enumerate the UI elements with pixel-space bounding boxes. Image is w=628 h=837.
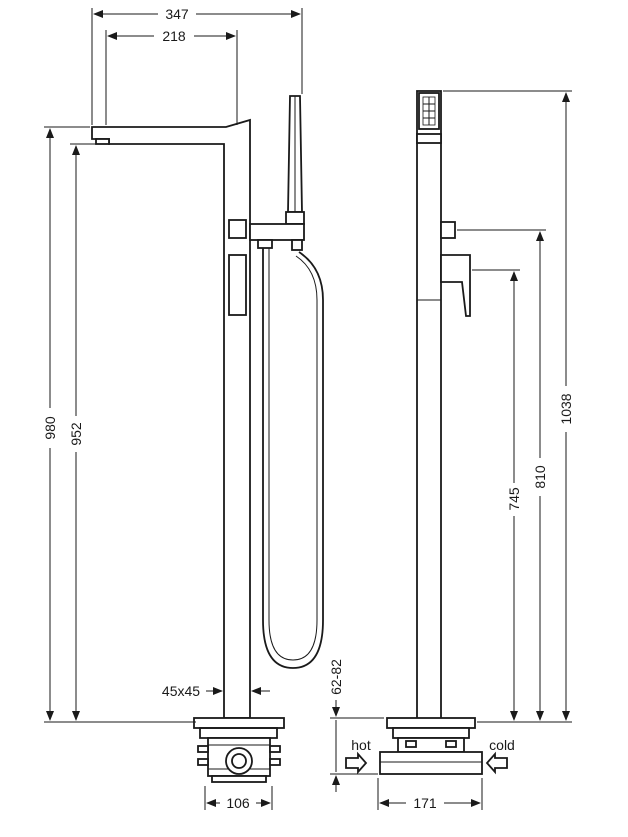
side-view: hot cold 1038 810 [328,90,574,811]
dim-base-height: 62-82 [328,659,344,695]
hot-inlet-arrow [345,751,368,775]
front-extension-lines [44,8,303,810]
dim-column-section: 45x45 [162,683,200,699]
shower-head-nozzles [422,96,436,126]
dim-handle-height: 745 [506,487,522,511]
dim-overall-width: 347 [165,6,189,22]
cold-label: cold [489,737,515,753]
dim-diverter-height: 810 [532,465,548,489]
dim-total-height-front: 980 [42,416,58,440]
shower-hose [262,248,324,669]
side-dimension-lines [332,92,570,807]
cold-inlet-arrow [485,751,508,775]
front-base [193,717,285,783]
side-extension-lines [330,90,572,810]
inlet-arrows [345,751,508,775]
dim-base-width-front: 106 [226,795,250,811]
dim-base-width-side: 171 [413,795,437,811]
dim-spout-reach: 218 [162,28,186,44]
dim-spout-height: 952 [68,422,84,446]
hot-label: hot [351,737,371,753]
front-view: 347 218 980 952 45x45 106 [42,6,324,811]
side-column [416,90,471,720]
front-spout-column [91,118,251,719]
front-dimension-lines [46,10,301,807]
hand-shower [249,95,305,251]
dim-total-height-side: 1038 [558,393,574,424]
side-base [379,717,483,775]
